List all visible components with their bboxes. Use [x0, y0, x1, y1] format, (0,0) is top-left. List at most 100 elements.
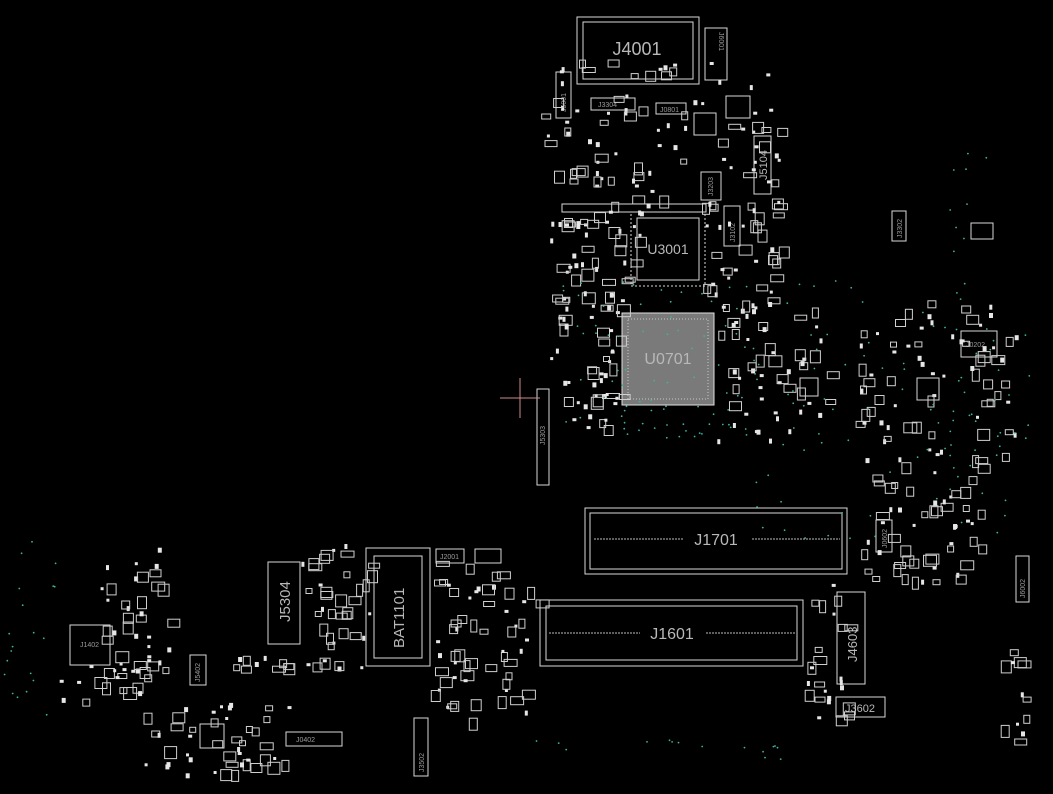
- component-pad: [844, 711, 855, 721]
- connector-j1601[interactable]: J1601: [539, 599, 804, 667]
- component-pad: [335, 594, 348, 608]
- connector-j3102[interactable]: J3102: [723, 205, 741, 247]
- component-pad: [623, 111, 637, 122]
- component-pad: [576, 224, 581, 229]
- component-pad: [157, 583, 170, 597]
- j0402-label: J0402: [296, 737, 315, 744]
- component-pad: [811, 599, 820, 607]
- connector-j6001[interactable]: J6001: [704, 27, 728, 81]
- component-pad: [891, 482, 899, 489]
- connector-j3302[interactable]: J3302: [891, 210, 907, 242]
- connector-j2001[interactable]: J2001: [435, 548, 465, 564]
- component-pad: [752, 208, 756, 214]
- component-pad: [103, 668, 115, 679]
- connector-j1701[interactable]: J1701: [584, 507, 848, 575]
- component-pad: [332, 548, 336, 552]
- component-pad: [521, 689, 536, 700]
- via-dot: [736, 394, 739, 397]
- via-dot: [764, 756, 766, 759]
- via-dot: [753, 359, 755, 362]
- component-pad: [814, 646, 823, 653]
- via-dot: [8, 632, 11, 635]
- via-dot: [624, 368, 627, 371]
- connector-j6002[interactable]: J6002: [1015, 555, 1030, 603]
- component-pad: [326, 632, 334, 645]
- component-pad: [570, 168, 577, 179]
- connector-small-right[interactable]: [970, 222, 994, 240]
- component-pad: [827, 695, 832, 701]
- connector-j3304[interactable]: J3304: [590, 97, 636, 111]
- connector-j3203[interactable]: J3203: [700, 171, 722, 201]
- battery-bat1101[interactable]: BAT1101: [365, 547, 431, 667]
- component-pad: [514, 624, 518, 628]
- via-dot: [756, 506, 758, 508]
- component-pad: [844, 624, 859, 632]
- component-pad: [731, 322, 736, 328]
- component-pad: [802, 357, 807, 361]
- j5303-label: J5303: [540, 426, 547, 445]
- component-pad: [470, 619, 478, 633]
- via-dot: [1004, 499, 1007, 502]
- component-pad: [727, 276, 731, 280]
- component-pad: [732, 369, 737, 375]
- via-dot: [944, 447, 946, 450]
- component-pad: [170, 723, 184, 732]
- connector-j5104-small[interactable]: J0801: [655, 102, 687, 115]
- component-pad: [979, 323, 983, 327]
- component-pad: [211, 710, 216, 714]
- via-dot: [622, 281, 625, 283]
- connector-j5402[interactable]: J5402: [189, 654, 207, 686]
- crosshair-cursor-icon: [500, 378, 540, 418]
- via-dot: [725, 392, 728, 394]
- component-pad: [858, 363, 867, 377]
- chip-j1402[interactable]: J1402: [69, 624, 111, 666]
- component-pad: [757, 229, 768, 243]
- component-pad: [774, 203, 788, 211]
- component-pad: [976, 415, 979, 419]
- component-pad: [769, 438, 772, 444]
- component-pad: [607, 176, 615, 186]
- chip-mid-qfn[interactable]: [799, 377, 819, 397]
- via-dot: [717, 364, 720, 366]
- component-pad: [728, 123, 742, 130]
- via-dot: [966, 203, 968, 206]
- j6002-label: J6002: [1020, 579, 1027, 598]
- via-dot: [623, 427, 626, 430]
- connector-j0402[interactable]: J0402: [285, 731, 343, 747]
- connector-j5304[interactable]: J5304: [267, 561, 301, 645]
- via-dot: [670, 316, 672, 318]
- component-pad: [966, 519, 970, 523]
- component-pad: [933, 500, 938, 506]
- component-pad: [638, 106, 649, 117]
- connector-j4603[interactable]: J4603: [836, 591, 866, 685]
- component-pad: [721, 305, 726, 309]
- chip-top-qfn[interactable]: [725, 95, 751, 119]
- component-pad: [188, 734, 193, 738]
- component-pad: [673, 63, 678, 67]
- component-pad: [139, 611, 144, 617]
- via-dot: [603, 396, 606, 399]
- component-pad: [744, 412, 749, 416]
- component-pad: [794, 349, 806, 362]
- connector-small-1[interactable]: [474, 548, 502, 564]
- component-pad: [837, 623, 848, 632]
- via-dot: [985, 328, 988, 330]
- chip-top-qfn-2[interactable]: [693, 112, 717, 136]
- chip-u0701[interactable]: U0701: [621, 312, 715, 406]
- component-pad: [861, 549, 869, 561]
- component-pad: [565, 223, 569, 227]
- connector-j3502[interactable]: J3502: [413, 717, 429, 777]
- component-pad: [240, 665, 252, 674]
- connector-j5303[interactable]: J5303: [536, 388, 550, 486]
- component-pad: [620, 299, 625, 303]
- component-pad: [806, 681, 810, 686]
- component-pad: [1023, 714, 1031, 724]
- chip-small-left[interactable]: [199, 723, 225, 749]
- connector-j5104[interactable]: J5104: [753, 135, 772, 195]
- j5104-label: J5104: [758, 150, 770, 180]
- via-dot: [802, 404, 805, 407]
- component-pad: [898, 457, 902, 463]
- component-pad: [659, 195, 670, 209]
- via-dot: [849, 537, 851, 540]
